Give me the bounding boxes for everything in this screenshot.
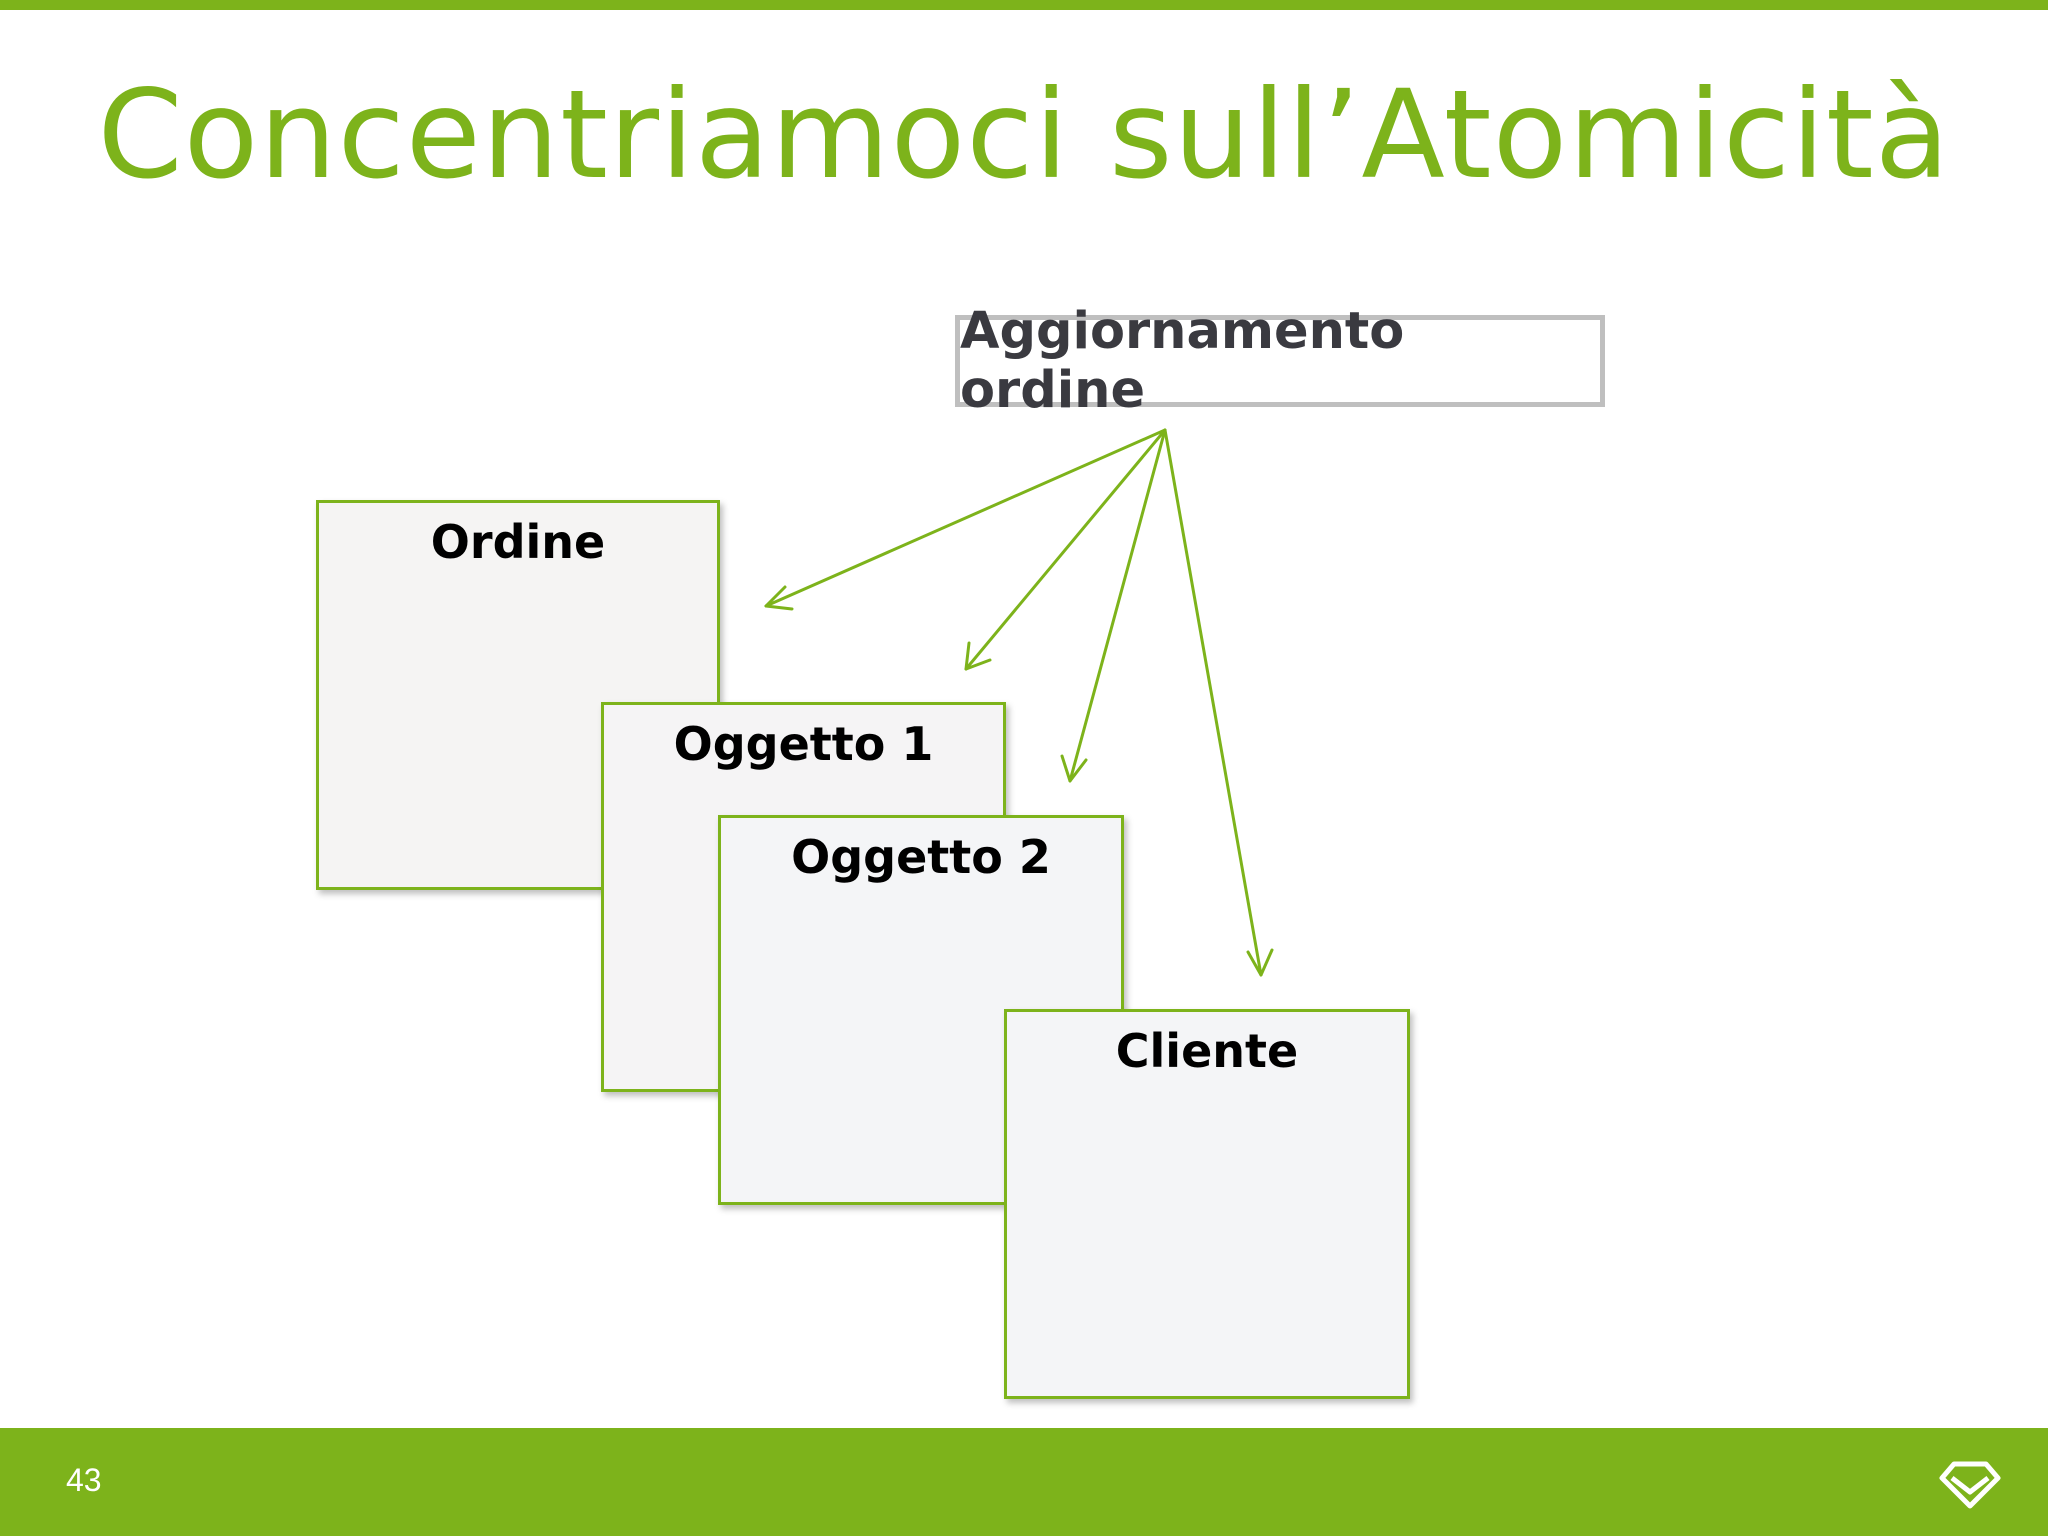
source-node-label: Aggiornamento ordine [960,302,1405,420]
footer-bar [0,1428,2048,1536]
diamond-logo-icon [1939,1461,2001,1509]
entity-label-oggetto-1: Oggetto 1 [673,717,934,771]
entity-box-ordine: Ordine [316,500,720,890]
entity-label-oggetto-2: Oggetto 2 [791,830,1051,884]
source-node-box: Aggiornamento ordine [955,302,1605,420]
entity-label-ordine: Ordine [430,515,606,569]
arrow-to-cliente [1163,428,1274,977]
entity-box-cliente: Cliente [1004,1009,1410,1399]
arrow-to-oggetto-2 [1060,428,1167,783]
arrow-to-oggetto-1 [964,428,1167,671]
entity-label-cliente: Cliente [1115,1024,1299,1078]
page-number: 43 [66,1462,102,1498]
slide-title: Concentriamoci sull’Atomicità [97,64,1951,206]
arrow-to-ordine [764,428,1167,611]
top-accent-bar [0,0,2048,10]
